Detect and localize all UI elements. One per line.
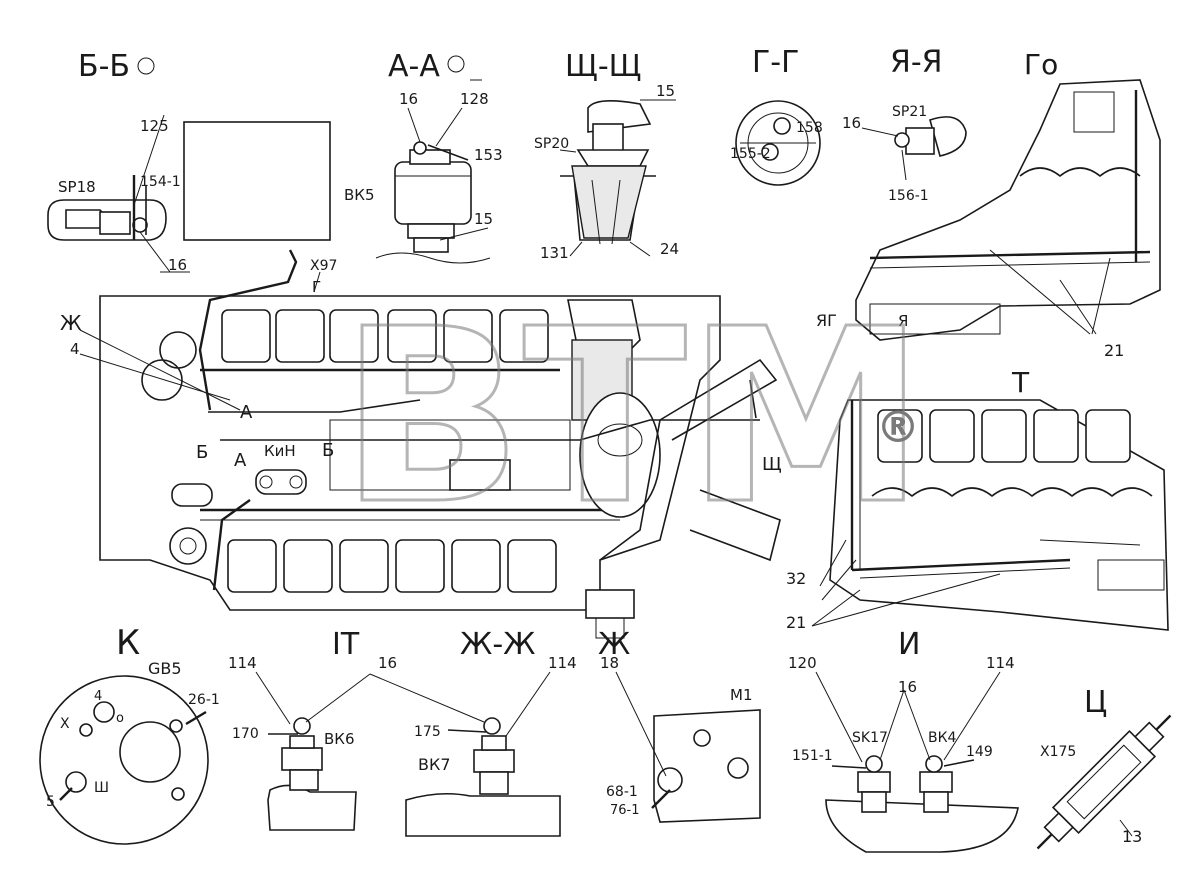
label-26-1: 26-1 [188, 692, 220, 708]
label-158: 158 [796, 120, 823, 136]
label-sp18: SP18 [58, 178, 96, 196]
view-zh-zh-sensor [405, 671, 561, 837]
heading-i: И [898, 627, 920, 662]
label-k-4: 4 [94, 689, 102, 704]
label-shch-cut: Щ [762, 454, 782, 475]
view-ya-sensor [861, 116, 967, 181]
heading-ya-ya: Я-Я [890, 45, 943, 80]
label-sp21: SP21 [892, 104, 927, 120]
view-go-engine [855, 79, 1161, 341]
label-131: 131 [540, 244, 569, 262]
label-32: 32 [786, 569, 806, 588]
label-156-1: 156-1 [888, 188, 929, 204]
view-i-sensors [815, 671, 1019, 853]
label-128: 128 [460, 90, 489, 108]
heading-a-a: А-А [388, 49, 440, 84]
label-k-5: 5 [46, 794, 55, 810]
label-16-a: 16 [399, 90, 418, 108]
heading-t: Т [1011, 366, 1030, 399]
label-bk7: ВК7 [418, 755, 451, 774]
view-b-b-sensor [47, 114, 190, 273]
view-zh1-ground [615, 671, 761, 823]
label-gb5: GB5 [148, 659, 182, 678]
label-zh: Ж [60, 311, 82, 335]
label-114-a: 114 [228, 654, 257, 672]
view-ts-connector [1036, 714, 1172, 850]
label-68-1: 68-1 [606, 784, 638, 800]
label-21-a: 21 [1104, 341, 1124, 360]
label-76-1: 76-1 [610, 803, 640, 818]
label-15-a: 15 [474, 210, 493, 228]
label-ya: Я [898, 312, 908, 330]
label-18: 18 [600, 654, 619, 672]
label-154-1: 154-1 [140, 174, 181, 190]
label-16-e: 16 [898, 678, 917, 696]
view-a-a-sensor [375, 107, 491, 264]
label-sk17: SK17 [852, 730, 888, 746]
label-125: 125 [140, 117, 169, 135]
watermark: ВТМ ® [339, 276, 927, 559]
label-4: 4 [70, 340, 80, 358]
view-k-battery [39, 675, 209, 845]
label-k-x: Х [60, 716, 70, 732]
label-eng-b1: Б [196, 442, 208, 463]
watermark-text: ВТМ [340, 277, 925, 557]
label-155-2: 155-2 [730, 146, 771, 162]
heading-go: Го [1024, 48, 1058, 81]
label-21-b: 21 [786, 613, 806, 632]
panel-box [183, 121, 331, 241]
label-16-d: 16 [378, 654, 397, 672]
label-eng-a2: А [234, 450, 247, 471]
heading-zh-zh: Ж-Ж [460, 627, 535, 662]
heading-zh1: Ж [598, 627, 630, 662]
main-engine-drawing [79, 249, 781, 639]
label-m1: М1 [730, 686, 753, 704]
label-170: 170 [232, 726, 259, 742]
label-bk4: ВК4 [928, 730, 957, 746]
section-marks [137, 55, 482, 81]
label-bk6: ВК6 [324, 730, 354, 748]
label-bk5: ВК5 [344, 186, 374, 204]
heading-g-g: Г-Г [752, 45, 799, 80]
watermark-registered: ® [876, 402, 920, 453]
heading-shch-shch: Щ-Щ [565, 49, 641, 84]
label-120: 120 [788, 654, 817, 672]
label-x175: Х175 [1040, 744, 1076, 760]
view-g-g-connector [735, 100, 821, 186]
label-x97: Х97 [310, 258, 337, 274]
heading-ts: Ц [1084, 685, 1107, 720]
label-15-b: 15 [656, 82, 675, 100]
label-16-c: 16 [842, 114, 861, 132]
label-sp20: SP20 [534, 136, 569, 152]
label-16-b: 16 [168, 256, 187, 274]
label-eng-yag: ЯГ [816, 311, 837, 330]
label-13: 13 [1122, 827, 1142, 846]
label-k-sh: Ш [94, 780, 109, 796]
label-175: 175 [414, 724, 441, 740]
label-24: 24 [660, 240, 679, 258]
heading-b-b: Б-Б [78, 49, 130, 84]
view-t-engine [811, 399, 1169, 631]
view-shch-sensor [559, 99, 676, 257]
heading-k: К [116, 623, 140, 663]
label-149: 149 [966, 744, 993, 760]
label-114-b: 114 [548, 654, 577, 672]
label-eng-l: Г [312, 278, 321, 296]
view-it-sensor [255, 671, 485, 831]
label-eng-a1: А [240, 402, 253, 423]
label-eng-b2: Б [322, 440, 334, 461]
label-114-c: 114 [986, 654, 1015, 672]
label-eng-kin: КиН [264, 442, 296, 460]
label-151-1: 151-1 [792, 748, 833, 764]
label-k-o: о [116, 711, 124, 726]
heading-it: IТ [332, 627, 360, 662]
label-153: 153 [474, 146, 503, 164]
